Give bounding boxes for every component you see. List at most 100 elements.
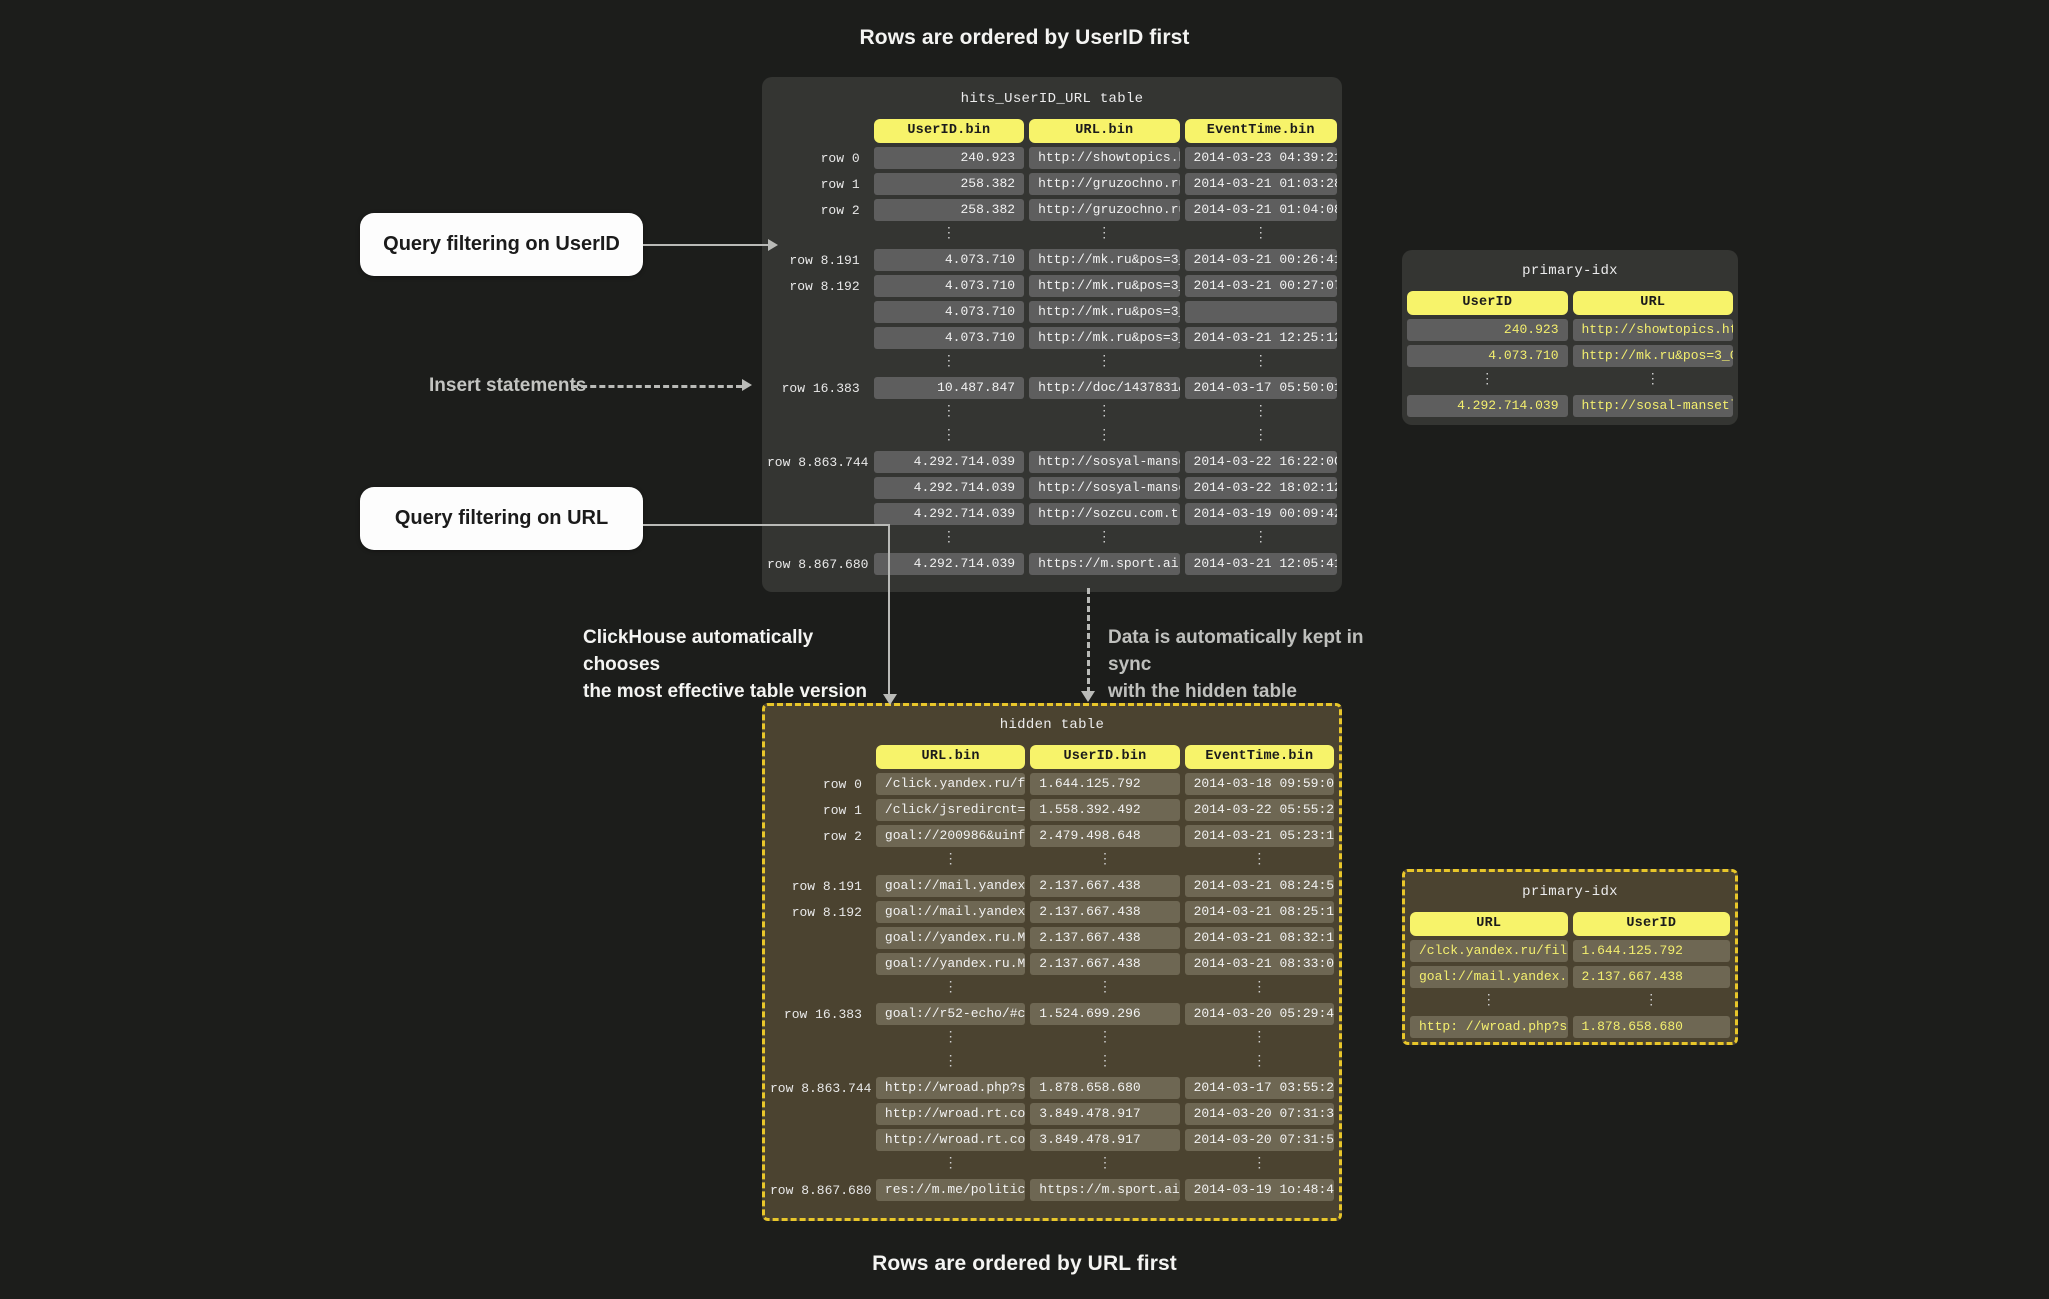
row-label: row 8.192: [789, 278, 860, 294]
table-row: row 1258.382http://gruzochno.ru/ekat...2…: [767, 173, 1337, 195]
table-cell: http://sosyal-mansetleri...: [1029, 451, 1180, 473]
vertical-ellipsis-icon: [1030, 1155, 1179, 1175]
index-cell: http: //wroad.php?show/7...: [1410, 1016, 1568, 1038]
vertical-ellipsis-icon: [1029, 427, 1179, 447]
table-row: row 16.38310.487.847http://doc/1437831&i…: [767, 377, 1337, 399]
row-label: [767, 327, 869, 349]
table-ellipsis-row: [770, 1029, 1334, 1049]
vertical-ellipsis-icon: [1030, 1029, 1179, 1049]
table-cell: 2014-03-21 00:27:07: [1184, 275, 1337, 297]
table-cell: goal://mail.yandex.ru/Ma...: [875, 901, 1026, 923]
row-label: row 16.383: [781, 380, 860, 396]
table-cell: http://wroad.rt.com/tr/...: [875, 1103, 1026, 1125]
index-cell: /clck.yandex.ru/file.com...: [1410, 940, 1568, 962]
table-ellipsis-row: [770, 1155, 1334, 1175]
table-cell: 2014-03-21 08:33:02: [1184, 953, 1334, 975]
column-header-2[interactable]: UserID.bin: [1030, 745, 1180, 769]
index-row: 4.292.714.039http://sosal-mansetleri...: [1407, 395, 1733, 417]
table-ellipsis-row: [767, 529, 1337, 549]
table-cell: 4.073.710: [873, 275, 1025, 297]
vertical-ellipsis-icon: [1410, 992, 1568, 1012]
insert-statements-arrow: [742, 379, 752, 391]
table-cell: http://sozcu.com.tr/oaut: [1029, 503, 1180, 525]
table-row: row 16.383goal://r52-echo/#compose...1.5…: [770, 1003, 1334, 1025]
sync-arrow: [1081, 691, 1095, 702]
column-header-1[interactable]: UserID.bin: [873, 119, 1025, 143]
index-column-header-2[interactable]: UserID: [1572, 912, 1730, 936]
connector-url-line: [643, 524, 889, 526]
column-header-1[interactable]: URL.bin: [875, 745, 1026, 769]
column-header-3[interactable]: EventTime.bin: [1184, 119, 1337, 143]
callout-query-filtering-url[interactable]: Query filtering on URL: [360, 487, 643, 550]
row-label: row 16.383: [783, 1006, 862, 1022]
table-cell: 2.137.667.438: [1030, 901, 1180, 923]
table-cell: 2014-03-21 01:03:28: [1184, 173, 1337, 195]
table-ellipsis-row: [767, 403, 1337, 423]
table-cell: res://m.me/politic/stati...: [875, 1179, 1026, 1201]
table-cell: http://gruzochno.ru/ekat...: [1029, 199, 1180, 221]
vertical-ellipsis-icon: [876, 979, 1025, 999]
table-cell: 2014-03-19 00:09:42: [1184, 503, 1337, 525]
vertical-ellipsis-icon: [874, 225, 1024, 245]
index-cell: 4.073.710: [1407, 345, 1568, 367]
index-cell: 1.644.125.792: [1572, 940, 1730, 962]
table-cell: 2014-03-20 07:31:54: [1184, 1129, 1334, 1151]
index-cell: 240.923: [1407, 319, 1568, 341]
table-ellipsis-row: [767, 427, 1337, 447]
callout-userid-label: Query filtering on UserID: [383, 233, 620, 255]
row-label: row 1: [820, 176, 860, 192]
row-label: row 8.192: [791, 904, 862, 920]
table-cell: 4.073.710: [873, 301, 1025, 323]
table-cell: http://doc/1437831&is_mo...: [1029, 377, 1180, 399]
table-cell: 2014-03-21 12:25:12: [1184, 327, 1337, 349]
row-label: row 1: [822, 802, 862, 818]
table-cell: 4.073.710: [873, 327, 1025, 349]
index-ellipsis-row: [1407, 371, 1733, 391]
table-cell: 2014-03-21 08:24:50: [1184, 875, 1334, 897]
row-label: row 8.867.680: [767, 556, 869, 572]
table-cell: 3.849.478.917: [1030, 1103, 1180, 1125]
vertical-ellipsis-icon: [874, 353, 1024, 373]
vertical-ellipsis-icon: [876, 851, 1025, 871]
insert-statements-dashed-line: [572, 385, 742, 388]
table-cell: goal://200986&uinfo=wn-1...: [875, 825, 1026, 847]
table-ellipsis-row: [770, 1053, 1334, 1073]
callout-query-filtering-userid[interactable]: Query filtering on UserID: [360, 213, 643, 276]
row-label: [770, 1129, 871, 1151]
vertical-ellipsis-icon: [1030, 979, 1179, 999]
index-column-header-2[interactable]: URL: [1572, 291, 1733, 315]
hidden-index-body: URLUserID/clck.yandex.ru/file.com...1.64…: [1410, 912, 1730, 1038]
table-cell: 4.292.714.039: [873, 477, 1025, 499]
index-column-header-1[interactable]: UserID: [1407, 291, 1568, 315]
row-label: [770, 1103, 871, 1125]
table-cell: 1.644.125.792: [1030, 773, 1180, 795]
index-column-header-1[interactable]: URL: [1410, 912, 1568, 936]
vertical-ellipsis-icon: [1029, 529, 1179, 549]
row-label: [767, 503, 869, 525]
table-cell: goal://yandex.ru.Ma...: [875, 953, 1026, 975]
vertical-ellipsis-icon: [1185, 1155, 1334, 1175]
table-cell: 258.382: [873, 173, 1025, 195]
column-header-3[interactable]: EventTime.bin: [1184, 745, 1334, 769]
table-row: 4.292.714.039http://sosyal-mansetleri...…: [767, 477, 1337, 499]
vertical-ellipsis-icon: [1407, 371, 1568, 391]
table-ellipsis-row: [767, 225, 1337, 245]
vertical-ellipsis-icon: [1185, 353, 1337, 373]
connector-userid-line: [643, 244, 768, 246]
column-header-2[interactable]: URL.bin: [1029, 119, 1180, 143]
table-cell: 1.558.392.492: [1030, 799, 1180, 821]
table-cell: 1.524.699.296: [1030, 1003, 1180, 1025]
table-cell: http://showtopics.html%3...: [1029, 147, 1180, 169]
row-label: row 8.863.744: [767, 454, 869, 470]
vertical-ellipsis-icon: [1030, 851, 1179, 871]
hidden-table-title: hidden table: [999, 717, 1105, 733]
table-ellipsis-row: [767, 353, 1337, 373]
table-cell: http://mk.ru&pos=3_0: [1029, 301, 1180, 323]
table-cell: 2014-03-21 08:25:15: [1184, 901, 1334, 923]
